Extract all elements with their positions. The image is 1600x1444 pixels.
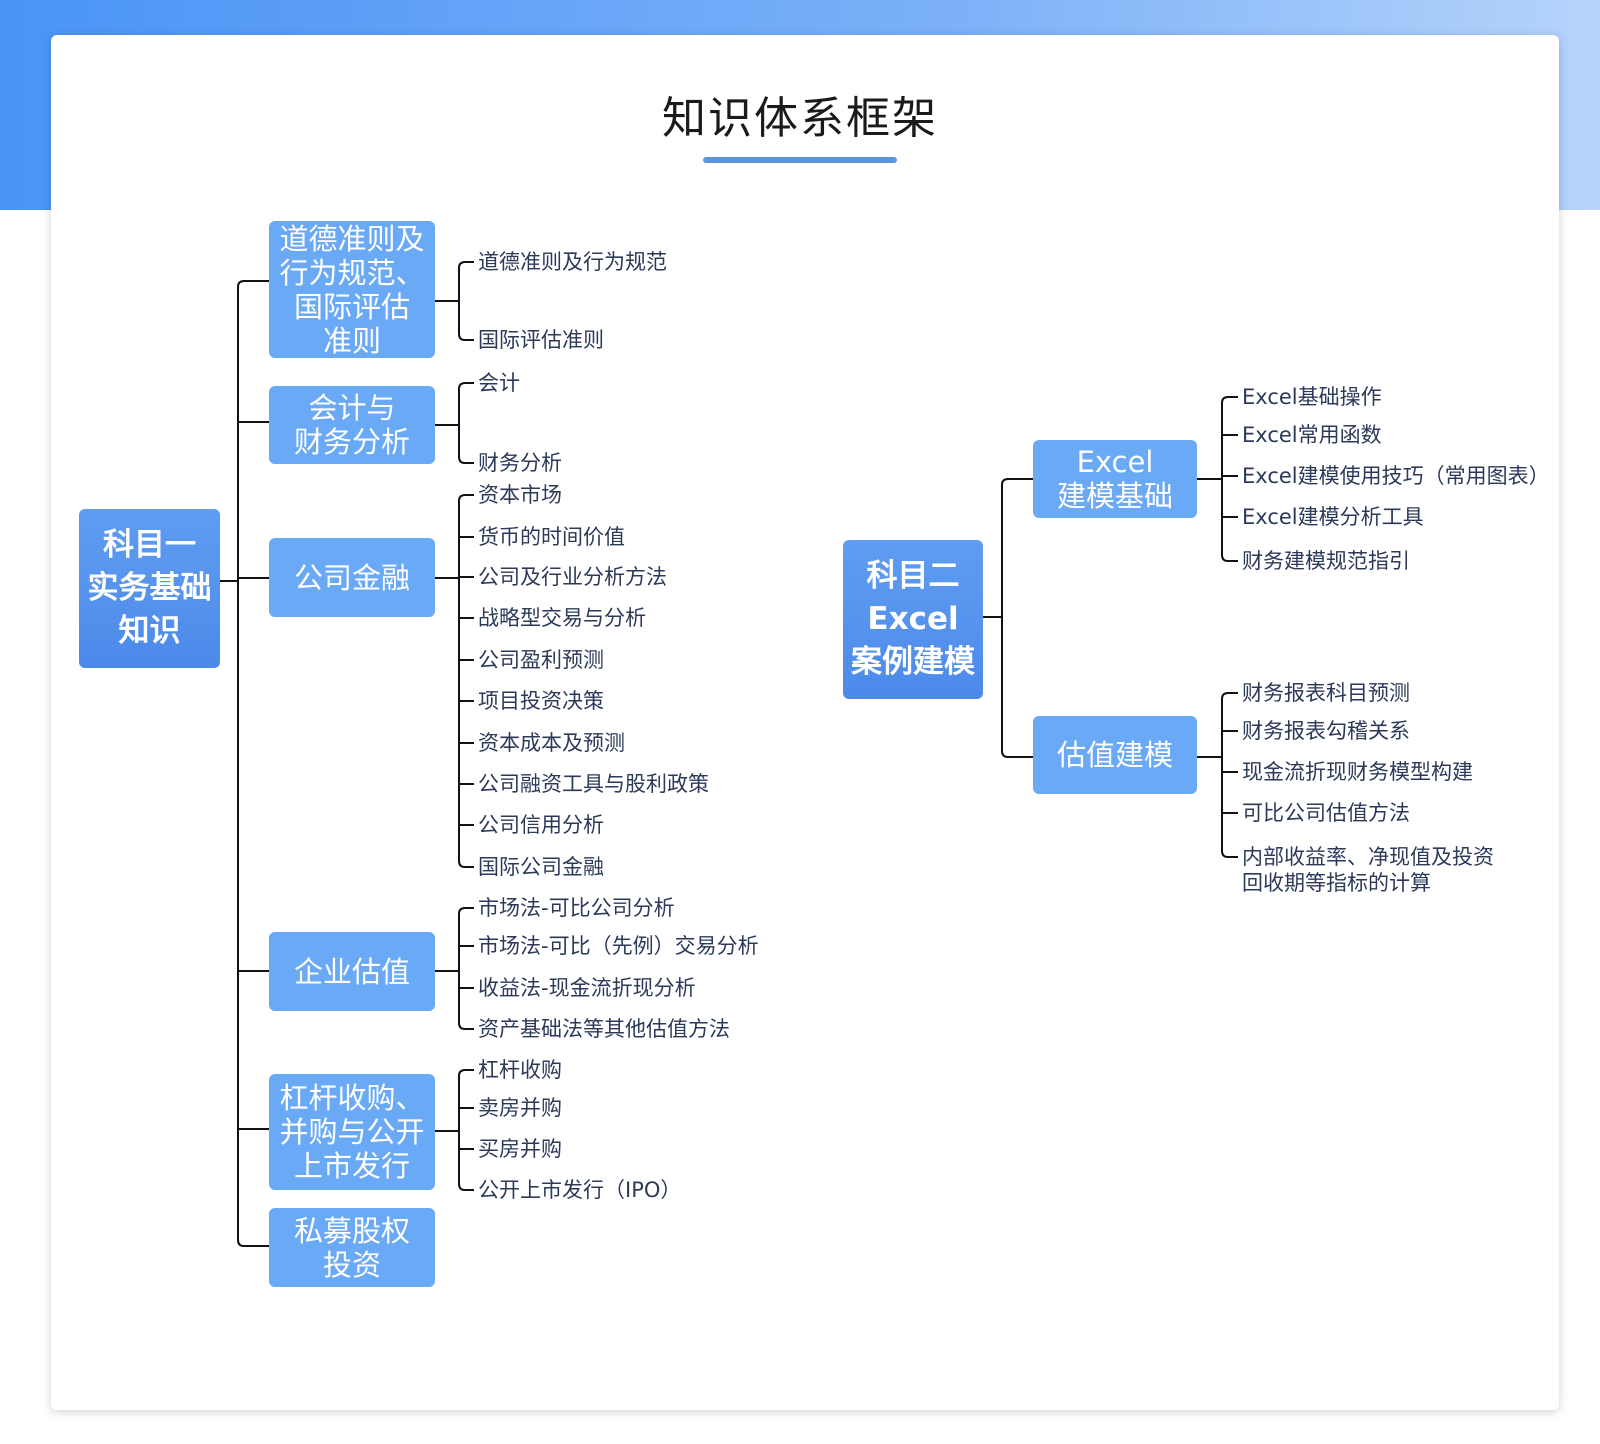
leaf-excel-charts-tips: Excel建模使用技巧（常用图表） bbox=[1242, 464, 1550, 488]
leaf-dcf-analysis: 收益法-现金流折现分析 bbox=[478, 976, 696, 1000]
leaf-statement-linkage: 财务报表勾稽关系 bbox=[1242, 719, 1410, 743]
leaf-sell-side-ma: 卖房并购 bbox=[478, 1096, 562, 1120]
leaf-investment-decision: 项目投资决策 bbox=[478, 689, 604, 713]
leaf-lbo: 杠杆收购 bbox=[478, 1058, 562, 1082]
branch-node-private-equity[interactable]: 私募股权 投资 bbox=[269, 1208, 435, 1287]
branch-node-accounting[interactable]: 会计与 财务分析 bbox=[269, 386, 435, 464]
leaf-comparable-companies: 市场法-可比公司分析 bbox=[478, 896, 675, 920]
leaf-dcf-model: 现金流折现财务模型构建 bbox=[1242, 760, 1473, 784]
leaf-financing-dividend: 公司融资工具与股利政策 bbox=[478, 772, 709, 796]
title-underline bbox=[703, 157, 897, 163]
root-node-subject2[interactable]: 科目二 Excel 案例建模 bbox=[843, 540, 983, 699]
leaf-modeling-standards: 财务建模规范指引 bbox=[1242, 549, 1410, 573]
leaf-strategic-transactions: 战略型交易与分析 bbox=[478, 606, 646, 630]
leaf-irr-npv-payback: 内部收益率、净现值及投资 回收期等指标的计算 bbox=[1242, 845, 1494, 895]
leaf-buy-side-ma: 买房并购 bbox=[478, 1137, 562, 1161]
leaf-credit-analysis: 公司信用分析 bbox=[478, 813, 604, 837]
branch-node-valuation[interactable]: 企业估值 bbox=[269, 932, 435, 1011]
branch-node-lbo-ma-ipo[interactable]: 杠杆收购、 并购与公开 上市发行 bbox=[269, 1074, 435, 1190]
leaf-earnings-forecast: 公司盈利预测 bbox=[478, 648, 604, 672]
leaf-financial-analysis: 财务分析 bbox=[478, 451, 562, 475]
page-title: 知识体系框架 bbox=[662, 93, 938, 144]
branch-node-valuation-modeling[interactable]: 估值建模 bbox=[1033, 716, 1197, 794]
leaf-accounting: 会计 bbox=[478, 371, 520, 395]
leaf-intl-valuation-standards: 国际评估准则 bbox=[478, 328, 604, 352]
branch-node-corporate-finance[interactable]: 公司金融 bbox=[269, 538, 435, 617]
leaf-ethics-conduct: 道德准则及行为规范 bbox=[478, 250, 667, 274]
leaf-precedent-transactions: 市场法-可比（先例）交易分析 bbox=[478, 934, 759, 958]
leaf-asset-based-methods: 资产基础法等其他估值方法 bbox=[478, 1017, 730, 1041]
leaf-industry-analysis: 公司及行业分析方法 bbox=[478, 565, 667, 589]
leaf-international-finance: 国际公司金融 bbox=[478, 855, 604, 879]
leaf-excel-functions: Excel常用函数 bbox=[1242, 423, 1382, 447]
leaf-capital-market: 资本市场 bbox=[478, 483, 562, 507]
leaf-cost-of-capital: 资本成本及预测 bbox=[478, 731, 625, 755]
leaf-excel-analysis-tools: Excel建模分析工具 bbox=[1242, 505, 1424, 529]
leaf-ipo: 公开上市发行（IPO） bbox=[478, 1178, 682, 1202]
leaf-time-value-of-money: 货币的时间价值 bbox=[478, 525, 625, 549]
branch-node-excel-basics[interactable]: Excel 建模基础 bbox=[1033, 440, 1197, 518]
leaf-excel-basic-ops: Excel基础操作 bbox=[1242, 385, 1382, 409]
root-node-subject1[interactable]: 科目一 实务基础 知识 bbox=[79, 509, 220, 668]
leaf-comparable-valuation: 可比公司估值方法 bbox=[1242, 801, 1410, 825]
branch-node-ethics[interactable]: 道德准则及 行为规范、 国际评估 准则 bbox=[269, 221, 435, 358]
leaf-statement-forecast: 财务报表科目预测 bbox=[1242, 681, 1410, 705]
